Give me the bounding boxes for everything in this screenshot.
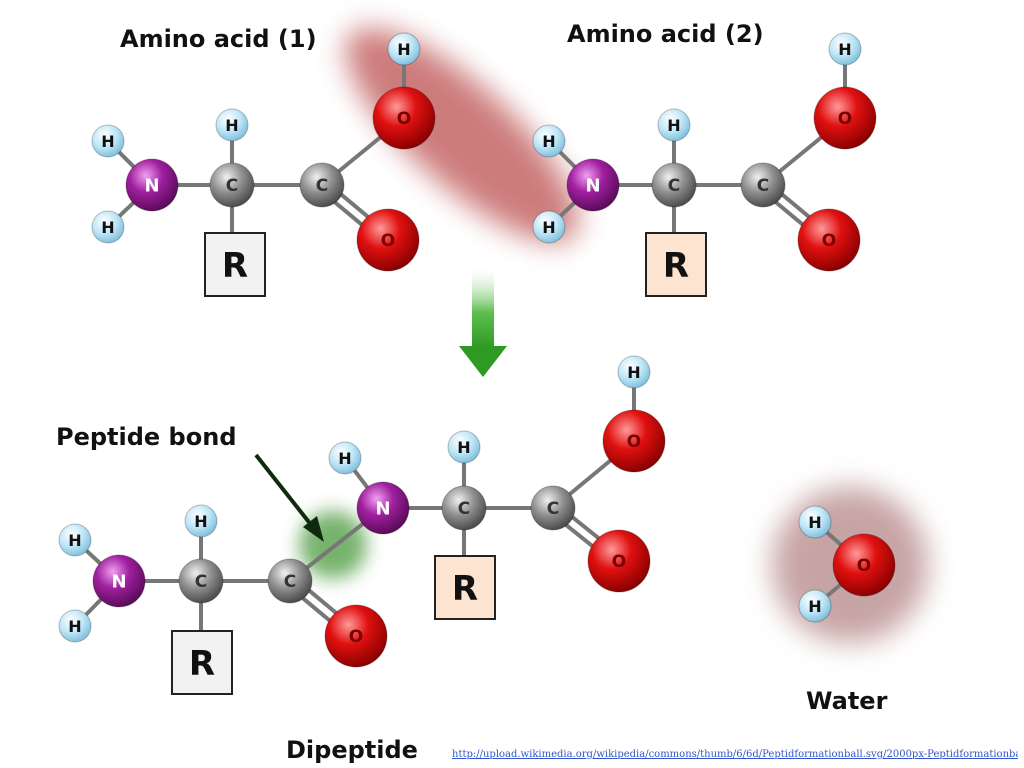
amino-acid-2-hydroxyl-oxygen-atom-symbol: O: [838, 109, 852, 129]
dipeptide-carboxyl-carbon-atom: C: [530, 485, 576, 531]
water-hydrogen-atom: H: [798, 505, 832, 539]
dipeptide-hydrogen-atom: H: [447, 430, 481, 464]
dipeptide-amide-nitrogen-atom: N: [356, 481, 410, 535]
dipeptide-hydroxyl-oxygen-atom-symbol: O: [627, 432, 641, 452]
dipeptide-hydrogen-atom: H: [184, 504, 218, 538]
amino-acid-1-hydroxyl-oxygen-atom: O: [372, 86, 436, 150]
amino-acid-1-carboxyl-carbon-atom-symbol: C: [316, 176, 328, 196]
dipeptide-hydroxyl-oxygen-atom: O: [602, 409, 666, 473]
dipeptide-alpha-carbon-atom-symbol: C: [195, 572, 207, 592]
r-group-box: [645, 232, 707, 297]
amino-acid-2-carboxyl-carbon-atom: C: [740, 162, 786, 208]
r-group-label: R: [452, 569, 478, 609]
dipeptide-hydroxyl-hydrogen-atom: H: [617, 355, 651, 389]
amino-acid-1-hydroxyl-hydrogen-atom: H: [387, 32, 421, 66]
dipeptide-label: Dipeptide: [286, 736, 418, 764]
amino-acid-2-carbonyl-oxygen-atom: O: [797, 208, 861, 272]
amino-acid-2-alpha-carbon-atom-symbol: C: [668, 176, 680, 196]
dipeptide-carbonyl-carbon-atom: C: [267, 558, 313, 604]
amino-acid-2-alpha-carbon-atom: C: [651, 162, 697, 208]
amino-acid-2-hydroxyl-oxygen-atom: O: [813, 86, 877, 150]
r-group-label: R: [222, 246, 248, 286]
r-group-label: R: [189, 644, 215, 684]
water-oxygen-atom: O: [832, 533, 896, 597]
dipeptide-carbonyl-oxygen-atom: O: [324, 604, 388, 668]
dipeptide-carboxyl-carbon-atom-symbol: C: [547, 499, 559, 519]
amino-acid-2-hydrogen-atom-symbol: H: [542, 132, 555, 151]
dipeptide-alpha-carbon-atom: C: [178, 558, 224, 604]
amino-acid-1-hydrogen-atom-symbol: H: [101, 132, 114, 151]
dipeptide-hydrogen-atom: H: [58, 609, 92, 643]
dipeptide-hydrogen-atom: H: [58, 523, 92, 557]
amino-acid-1-nitrogen-atom: N: [125, 158, 179, 212]
r-group-box: [171, 630, 233, 695]
reaction-arrow: [459, 268, 507, 377]
r-group-amino-acid-1: R: [204, 232, 266, 297]
r-group-label: R: [663, 246, 689, 286]
water-hydrogen-atom: H: [798, 589, 832, 623]
amino-acid-2-hydroxyl-hydrogen-atom-symbol: H: [838, 40, 851, 59]
dipeptide-hydrogen-atom-symbol: H: [457, 438, 470, 457]
atoms-layer: H H N H C C H O O H H N H C C H O O H H N H C C O H N H C C H O O H H O: [58, 32, 896, 668]
amino-acid-1-hydroxyl-hydrogen-atom-symbol: H: [397, 40, 410, 59]
dipeptide-carbonyl-oxygen-atom-symbol: O: [612, 552, 626, 572]
dipeptide-carbonyl-oxygen-atom: O: [587, 529, 651, 593]
r-group-box: [434, 555, 496, 620]
amino-acid-2-hydrogen-atom: H: [532, 210, 566, 244]
amino-acid-2-carboxyl-carbon-atom-symbol: C: [757, 176, 769, 196]
amino-acid-2-label: Amino acid (2): [567, 20, 764, 48]
dipeptide-hydrogen-atom-symbol: H: [68, 617, 81, 636]
amino-acid-2-hydrogen-atom: H: [532, 124, 566, 158]
dipeptide-amino-nitrogen-atom: N: [92, 554, 146, 608]
amino-acid-2-carbonyl-oxygen-atom-symbol: O: [822, 231, 836, 251]
amino-acid-1-carboxyl-carbon-atom: C: [299, 162, 345, 208]
amino-acid-1-carbonyl-oxygen-atom: O: [356, 208, 420, 272]
dipeptide-hydrogen-atom-symbol: H: [68, 531, 81, 550]
amino-acid-1-alpha-carbon-atom: C: [209, 162, 255, 208]
source-link[interactable]: http://upload.wikimedia.org/wikipedia/co…: [452, 749, 1018, 760]
amino-acid-1-carbonyl-oxygen-atom-symbol: O: [381, 231, 395, 251]
amino-acid-2-nitrogen-atom-symbol: N: [585, 175, 600, 196]
amino-acid-1-hydroxyl-oxygen-atom-symbol: O: [397, 109, 411, 129]
dipeptide-alpha-carbon-atom: C: [441, 485, 487, 531]
water-label: Water: [806, 687, 888, 715]
dipeptide-amide-nitrogen-atom-symbol: N: [375, 498, 390, 519]
amino-acid-2-hydrogen-atom: H: [657, 108, 691, 142]
r-group-dipeptide-2: R: [434, 555, 496, 620]
r-group-dipeptide-1: R: [171, 630, 233, 695]
amino-acid-1-hydrogen-atom: H: [215, 108, 249, 142]
amino-acid-1-hydrogen-atom-symbol: H: [101, 218, 114, 237]
amino-acid-2-hydroxyl-hydrogen-atom: H: [828, 32, 862, 66]
amino-acid-1-alpha-carbon-atom-symbol: C: [226, 176, 238, 196]
dipeptide-hydrogen-atom-symbol: H: [194, 512, 207, 531]
amino-acid-1-hydrogen-atom: H: [91, 210, 125, 244]
water-hydrogen-atom-symbol: H: [808, 513, 821, 532]
dipeptide-carbonyl-oxygen-atom-symbol: O: [349, 627, 363, 647]
peptide-bond-label: Peptide bond: [56, 423, 237, 451]
peptide-bond-pointer: [254, 453, 324, 542]
amino-acid-2-hydrogen-atom-symbol: H: [667, 116, 680, 135]
dipeptide-alpha-carbon-atom-symbol: C: [458, 499, 470, 519]
r-group-box: [204, 232, 266, 297]
amino-acid-2-nitrogen-atom: N: [566, 158, 620, 212]
water-hydrogen-atom-symbol: H: [808, 597, 821, 616]
water-oxygen-atom-symbol: O: [857, 556, 871, 576]
amino-acid-1-label: Amino acid (1): [120, 25, 317, 53]
dipeptide-amide-hydrogen-atom: H: [328, 441, 362, 475]
r-group-amino-acid-2: R: [645, 232, 707, 297]
amino-acid-1-nitrogen-atom-symbol: N: [144, 175, 159, 196]
dipeptide-carbonyl-carbon-atom-symbol: C: [284, 572, 296, 592]
amino-acid-1-hydrogen-atom: H: [91, 124, 125, 158]
amino-acid-2-hydrogen-atom-symbol: H: [542, 218, 555, 237]
dipeptide-amide-hydrogen-atom-symbol: H: [338, 449, 351, 468]
amino-acid-1-hydrogen-atom-symbol: H: [225, 116, 238, 135]
dipeptide-amino-nitrogen-atom-symbol: N: [111, 571, 126, 592]
dipeptide-hydroxyl-hydrogen-atom-symbol: H: [627, 363, 640, 382]
